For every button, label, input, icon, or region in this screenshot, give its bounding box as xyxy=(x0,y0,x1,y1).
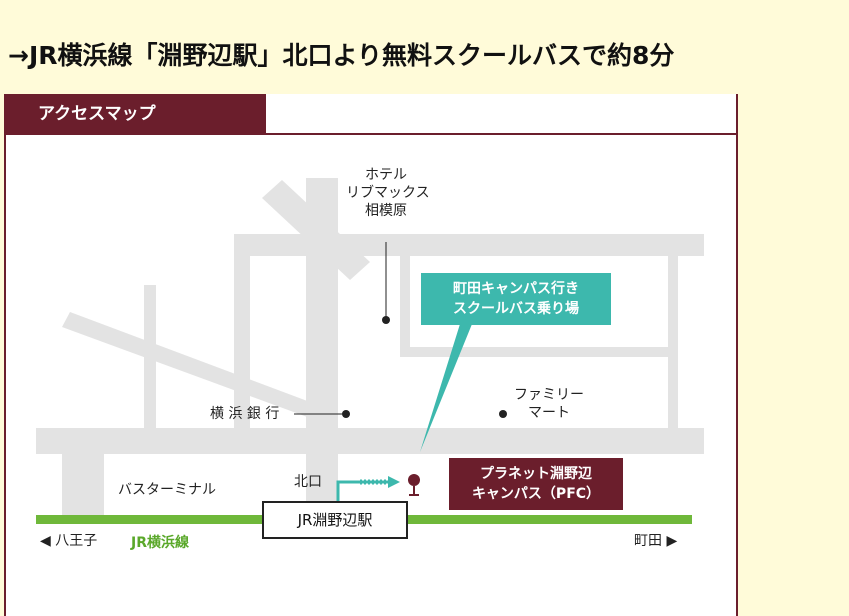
hotel-marker xyxy=(382,316,390,324)
rail-line-name: JR横浜線 xyxy=(131,535,189,551)
family-mart-marker xyxy=(499,410,507,418)
west-direction-label: ◀ 八王子 xyxy=(40,533,98,549)
north-exit-label: 北口 xyxy=(294,474,322,490)
road-diagonal-upper-left xyxy=(262,180,370,280)
bank-label: 横 浜 銀 行 xyxy=(210,406,280,422)
map-title-tab: アクセスマップ xyxy=(4,94,266,134)
road-vertical-mid xyxy=(400,256,410,356)
campus-callout: プラネット淵野辺 キャンパス（PFC） xyxy=(449,458,623,510)
bus-stop-pin-icon xyxy=(408,474,420,496)
hotel-label: ホテル リブマックス 相模原 xyxy=(346,167,430,219)
bus-stop-callout-pointer xyxy=(420,324,472,452)
bus-terminal-label: バスターミナル xyxy=(118,482,216,498)
road-diagonal-lower-left xyxy=(62,312,310,418)
family-mart-label: ファミリー マート xyxy=(514,387,584,421)
road-vertical-right xyxy=(668,256,678,428)
map-title-divider xyxy=(4,133,738,135)
headline: →JR横浜線「淵野辺駅」北口より無料スクールバスで約8分 xyxy=(8,41,675,70)
road-vertical-left xyxy=(234,234,250,430)
walking-route xyxy=(336,480,390,502)
bus-stop-callout: 町田キャンパス行き スクールバス乗り場 xyxy=(421,273,611,325)
road-horizontal-main xyxy=(36,428,704,454)
station-label: JR淵野辺駅 xyxy=(262,501,408,539)
road-vertical-bottom-left xyxy=(62,454,104,518)
bank-marker xyxy=(342,410,350,418)
walking-route-arrow xyxy=(388,476,400,488)
roads xyxy=(36,178,704,518)
east-direction-label: 町田 ▶ xyxy=(634,533,678,549)
road-horizontal-right xyxy=(400,347,678,357)
